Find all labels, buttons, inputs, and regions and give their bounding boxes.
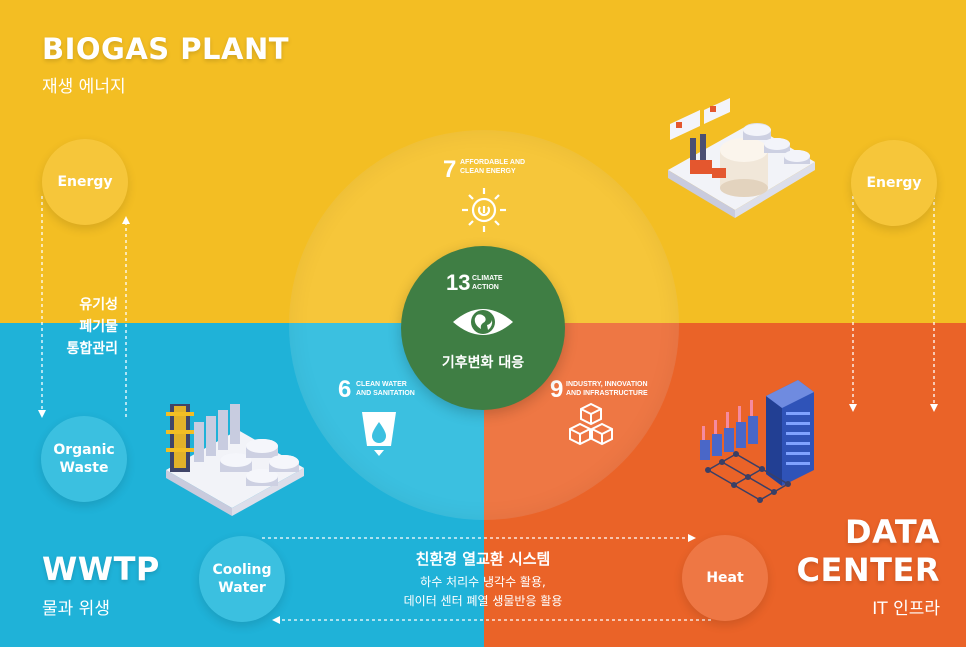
datacenter-title-line1: DATA	[845, 513, 940, 551]
datacenter-title-line2: CENTER	[796, 551, 940, 589]
arrow-down-icon	[38, 410, 46, 418]
arrow-down-icon	[930, 404, 938, 412]
arrow-up-icon	[122, 216, 130, 224]
sdg7-label: AFFORDABLE AND CLEAN ENERGY	[460, 159, 526, 175]
organic-waste-node: Organic Waste	[41, 416, 127, 502]
organic-waste-annotation: 유기성 폐기물 통합관리	[66, 297, 118, 357]
sdg13-number: 13	[446, 270, 471, 295]
biogas-subtitle: 재생 에너지	[42, 77, 126, 97]
heat-node: Heat	[682, 535, 768, 621]
arrow-right-icon	[688, 534, 696, 542]
datacenter-subtitle: IT 인프라	[872, 599, 940, 619]
wwtp-illustration	[166, 404, 304, 516]
heat-exchange-desc: 하수 처리수 냉각수 활용, 데이터 센터 폐열 생물반응 활용	[403, 575, 563, 608]
arrow-down-icon	[849, 404, 857, 412]
biogas-title: BIOGAS PLANT	[42, 32, 290, 66]
datacenter-title: DATA CENTER	[797, 513, 940, 589]
energy-node-left: Energy	[42, 139, 128, 225]
wwtp-title: WWTP	[42, 550, 160, 588]
arrow-left-icon	[272, 616, 280, 624]
climate-caption: 기후변화 대응	[441, 355, 525, 371]
sdg13-label: CLIMATE ACTION	[472, 275, 503, 291]
biogas-plant-illustration	[668, 98, 815, 218]
sdg9-label: INDUSTRY, INNOVATION AND INFRASTRUCTURE	[566, 381, 648, 397]
wwtp-subtitle: 물과 위생	[42, 599, 110, 619]
energy-node-right: Energy	[851, 140, 937, 226]
sdg6-label: CLEAN WATER AND SANITATION	[356, 381, 415, 397]
heat-exchange-title: 친환경 열교환 시스템	[415, 550, 551, 568]
sdg9-number: 9	[550, 376, 564, 403]
cooling-water-node: Cooling Water	[199, 536, 285, 622]
sdg6-number: 6	[338, 376, 352, 403]
sdg7-number: 7	[443, 156, 457, 183]
datacenter-illustration	[700, 380, 814, 503]
